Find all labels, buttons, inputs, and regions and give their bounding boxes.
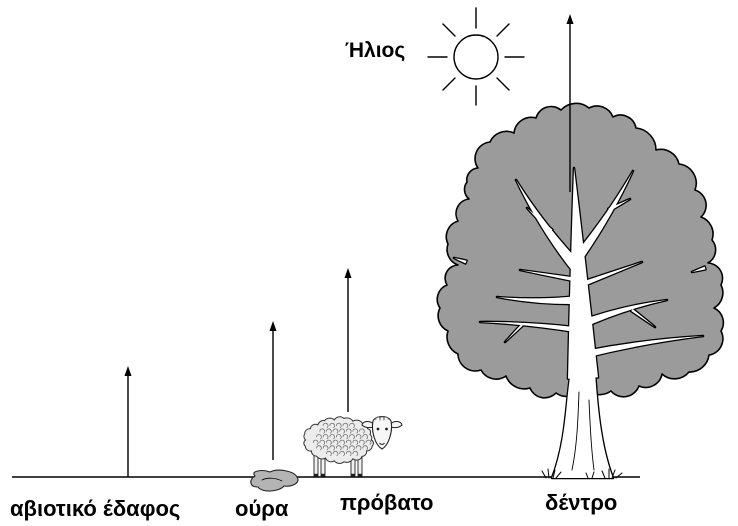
arrow-urine <box>269 321 277 460</box>
label-tree: δέντρο <box>545 490 617 515</box>
sun-icon <box>427 7 525 106</box>
sheep-wool-curls <box>312 422 372 457</box>
label-urine: ούρα <box>235 496 289 521</box>
arrow-up-icon <box>566 14 574 24</box>
sheep-ear-right <box>389 421 403 429</box>
label-abiotic-soil: αβιοτικό έδαφος <box>10 496 180 521</box>
tree-icon <box>436 102 725 480</box>
sheep-head <box>361 415 403 450</box>
sheep-eye-left <box>376 427 380 431</box>
sheep-ear-left <box>361 421 375 429</box>
tree-bark-lines <box>571 391 595 471</box>
arrow-abiotic-soil <box>124 366 132 477</box>
sheep-icon <box>303 415 403 477</box>
sun-rays <box>427 7 525 106</box>
arrow-up-icon <box>344 268 352 278</box>
arrow-tree <box>566 14 574 192</box>
urine-puddle-ripple <box>261 477 283 482</box>
sheep-eye-right <box>385 427 388 431</box>
arrow-up-icon <box>269 321 277 331</box>
grass-tufts <box>541 468 623 479</box>
sun-label: Ήλιος <box>345 39 405 62</box>
urine-puddle-icon <box>250 469 299 492</box>
tree-branches-and-trunk <box>454 168 706 478</box>
arrow-up-icon <box>124 366 132 376</box>
sheep-forelock <box>375 416 389 421</box>
arrow-sheep <box>344 268 352 412</box>
sun-disc <box>453 34 499 80</box>
sheep-nose <box>379 442 385 445</box>
label-sheep: πρόβατο <box>340 490 434 515</box>
